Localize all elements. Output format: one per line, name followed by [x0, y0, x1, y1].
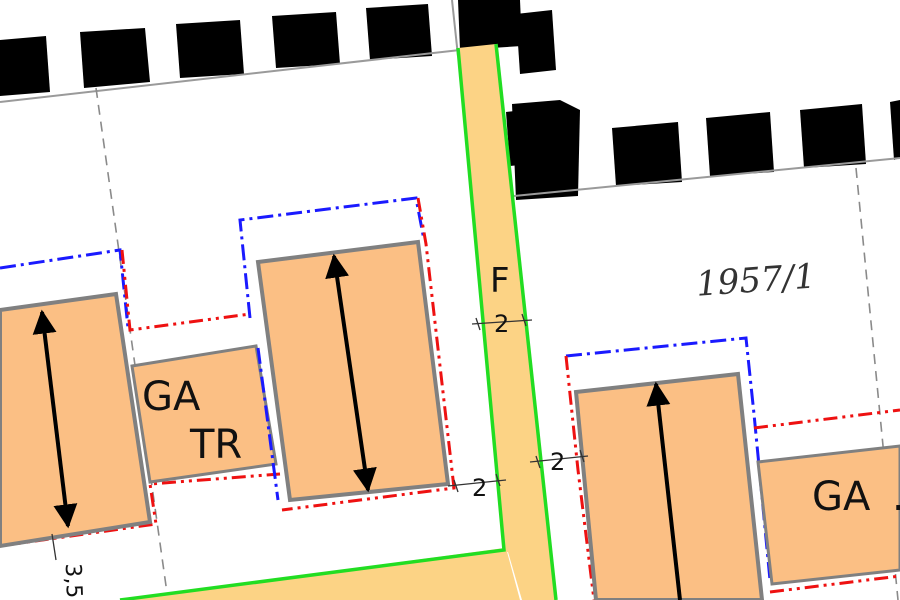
building-group-right	[564, 336, 900, 600]
dimension-label: 2	[472, 474, 487, 502]
parcel-line	[95, 87, 169, 600]
existing-block	[366, 4, 432, 60]
building-limit-red	[769, 574, 900, 594]
access-path	[120, 44, 556, 600]
building-limit-red	[753, 408, 900, 430]
dimension-label: 2	[550, 448, 565, 476]
existing-block	[512, 100, 580, 200]
plot-boundary-green	[119, 47, 506, 600]
garage-right-label: GA	[812, 474, 871, 520]
existing-block	[176, 20, 244, 78]
building-line-blue	[0, 248, 130, 329]
existing-block	[458, 0, 522, 50]
building-limit-red	[281, 197, 456, 512]
existing-buildings-top-left	[0, 0, 556, 96]
existing-block	[0, 36, 50, 96]
dimension-marks	[51, 313, 589, 561]
garage-left-label-1: GA	[142, 374, 201, 420]
existing-buildings-top-right	[506, 100, 900, 200]
existing-block	[800, 104, 866, 168]
garage-right	[756, 444, 900, 586]
plot-boundary-green	[494, 43, 558, 600]
roof-direction-arrow	[32, 309, 78, 529]
existing-block	[890, 100, 900, 160]
building-limit-red	[120, 249, 251, 332]
garage-left	[130, 344, 278, 484]
existing-block	[516, 10, 556, 74]
garage-right-label-suffix: .	[892, 474, 900, 520]
building-house-middle	[255, 239, 451, 503]
existing-building-outline	[451, 0, 459, 57]
path-label: F	[490, 261, 510, 301]
roof-direction-arrow	[325, 253, 377, 493]
parcel-number-label: 1957/1	[695, 256, 817, 304]
existing-block	[272, 12, 340, 68]
building-group-middle	[238, 196, 456, 512]
building-line-blue	[238, 196, 426, 319]
roof-direction-arrow	[646, 381, 682, 600]
dimension-label-vertical: 3,5	[60, 563, 86, 599]
existing-building-outline	[0, 49, 461, 103]
garage-left-label-2: TR	[189, 422, 242, 468]
existing-block	[612, 122, 682, 186]
building-line-blue	[256, 347, 280, 501]
existing-block	[706, 112, 774, 176]
existing-block	[80, 28, 150, 88]
existing-building-outline	[513, 157, 900, 197]
building-group-left	[0, 248, 281, 549]
dimension-label: 2	[494, 310, 509, 338]
building-limit-red	[564, 355, 596, 600]
